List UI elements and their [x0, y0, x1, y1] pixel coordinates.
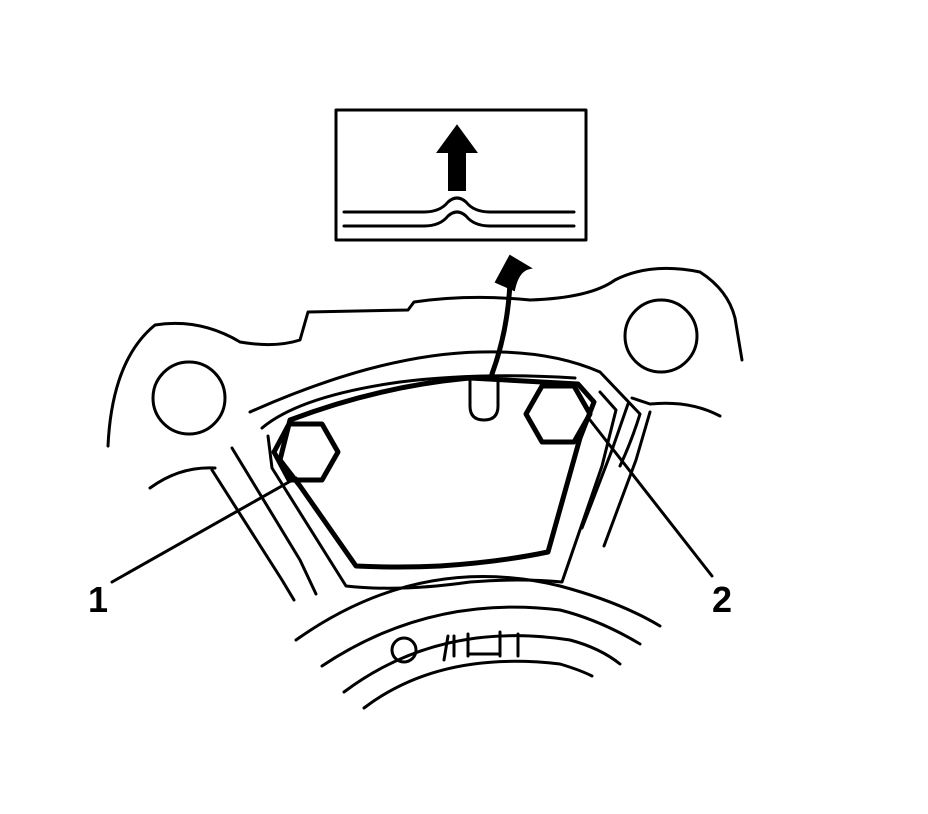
gear-arc-4 — [362, 659, 594, 710]
curved-arrow-icon — [489, 254, 533, 377]
callout-2-leader — [588, 418, 714, 578]
left-rail-inner — [230, 446, 318, 596]
gear-arc-1 — [294, 575, 662, 642]
gear-arc-3 — [342, 634, 622, 694]
cover-plate-outer — [266, 390, 618, 590]
left-mount-hole — [151, 360, 227, 436]
callout-1-leader — [110, 476, 298, 584]
housing-left-lower — [148, 466, 217, 490]
gear-key-slot — [452, 630, 520, 658]
up-arrow-icon — [436, 124, 478, 191]
cover-flange-inner — [260, 374, 577, 430]
inset-lower-line — [342, 210, 576, 228]
right-mount-hole — [623, 298, 699, 374]
gear-hole — [390, 636, 418, 664]
gear-arc-2 — [320, 605, 642, 668]
right-rail-outer — [602, 410, 652, 548]
housing-outline — [106, 266, 744, 448]
bolt-head-icon — [523, 383, 593, 445]
left-rail-outer — [210, 468, 296, 602]
cover-plate-inner — [277, 375, 597, 570]
housing-right-edge — [630, 396, 722, 418]
gear-tooth-left — [442, 634, 450, 662]
callout-2-label: 2 — [712, 579, 732, 620]
cover-notch — [468, 378, 500, 422]
callout-1-label: 1 — [88, 579, 108, 620]
bolt-head-icon — [271, 421, 341, 483]
direction-inset — [334, 108, 588, 242]
inset-upper-line — [342, 196, 576, 214]
cover-flange-outer — [248, 350, 642, 468]
